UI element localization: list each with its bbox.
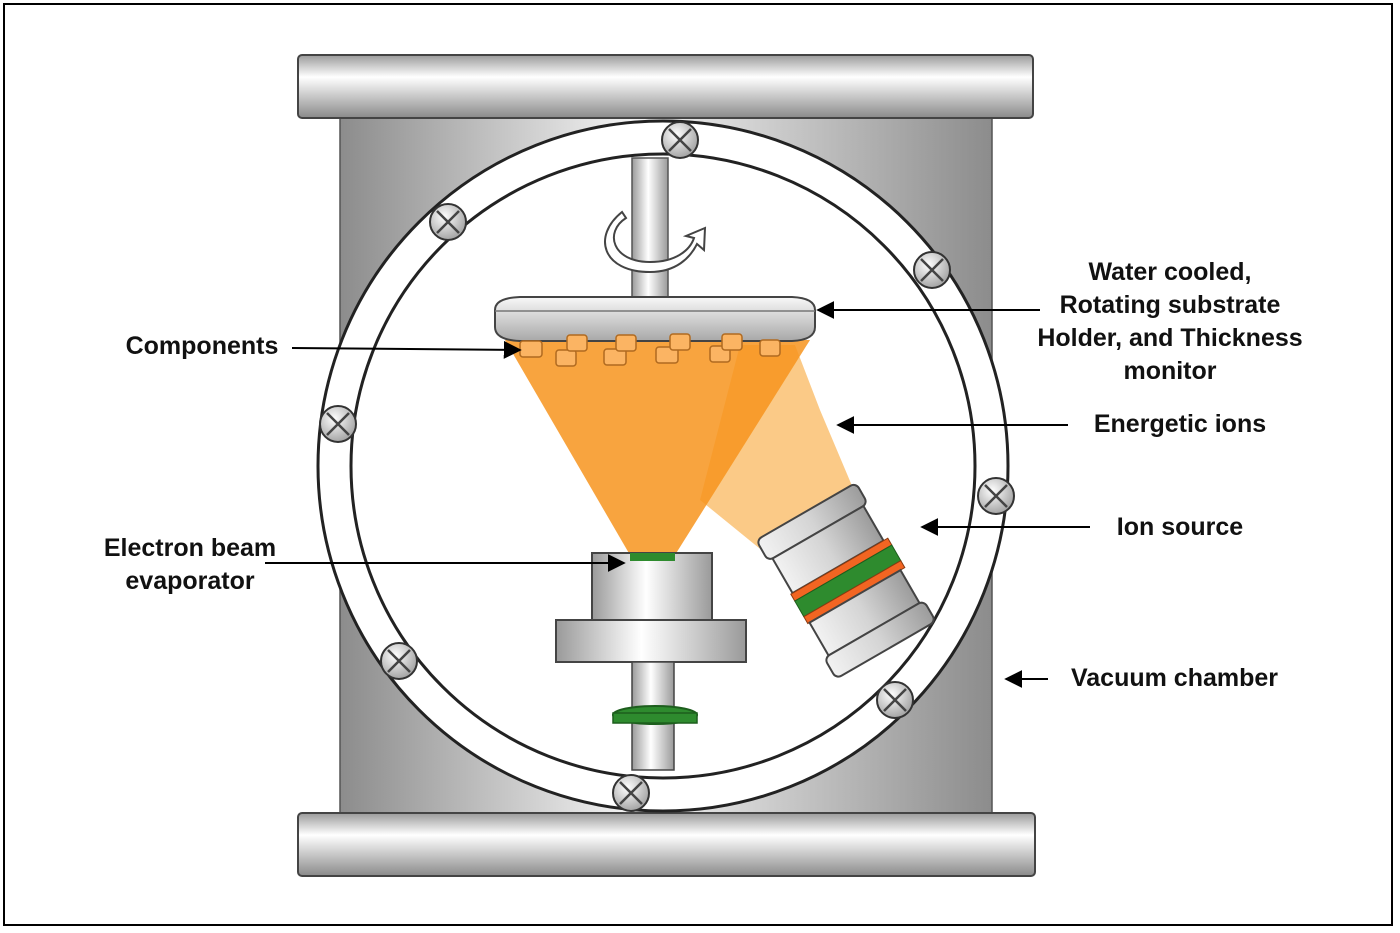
- bottom-flange-bar: [297, 812, 1036, 877]
- ion-source: [757, 483, 935, 678]
- vacuum-chamber-label: Vacuum chamber: [1070, 664, 1279, 692]
- evaporator-label: Electron beam evaporator: [103, 534, 277, 595]
- ion-source-label: Ion source: [1116, 513, 1244, 541]
- components-label: Components: [125, 332, 279, 360]
- top-flange-bar: [297, 54, 1034, 119]
- substrate-holder: [494, 296, 816, 342]
- evaporant-source: [630, 553, 675, 561]
- evaporant-plume: [505, 340, 810, 555]
- figure-frame: [3, 3, 1393, 926]
- components-group: [519, 333, 781, 367]
- rotation-shaft: [631, 157, 669, 299]
- leader-arrows: [265, 301, 1090, 688]
- rotation-arrow-icon: [604, 210, 707, 274]
- bolt-icon: [319, 121, 1015, 812]
- holder-label: Water cooled, Rotating substrate Holder,…: [1037, 258, 1303, 385]
- evaporator-base-plate: [555, 619, 747, 663]
- energetic-ions-label: Energetic ions: [1093, 410, 1267, 438]
